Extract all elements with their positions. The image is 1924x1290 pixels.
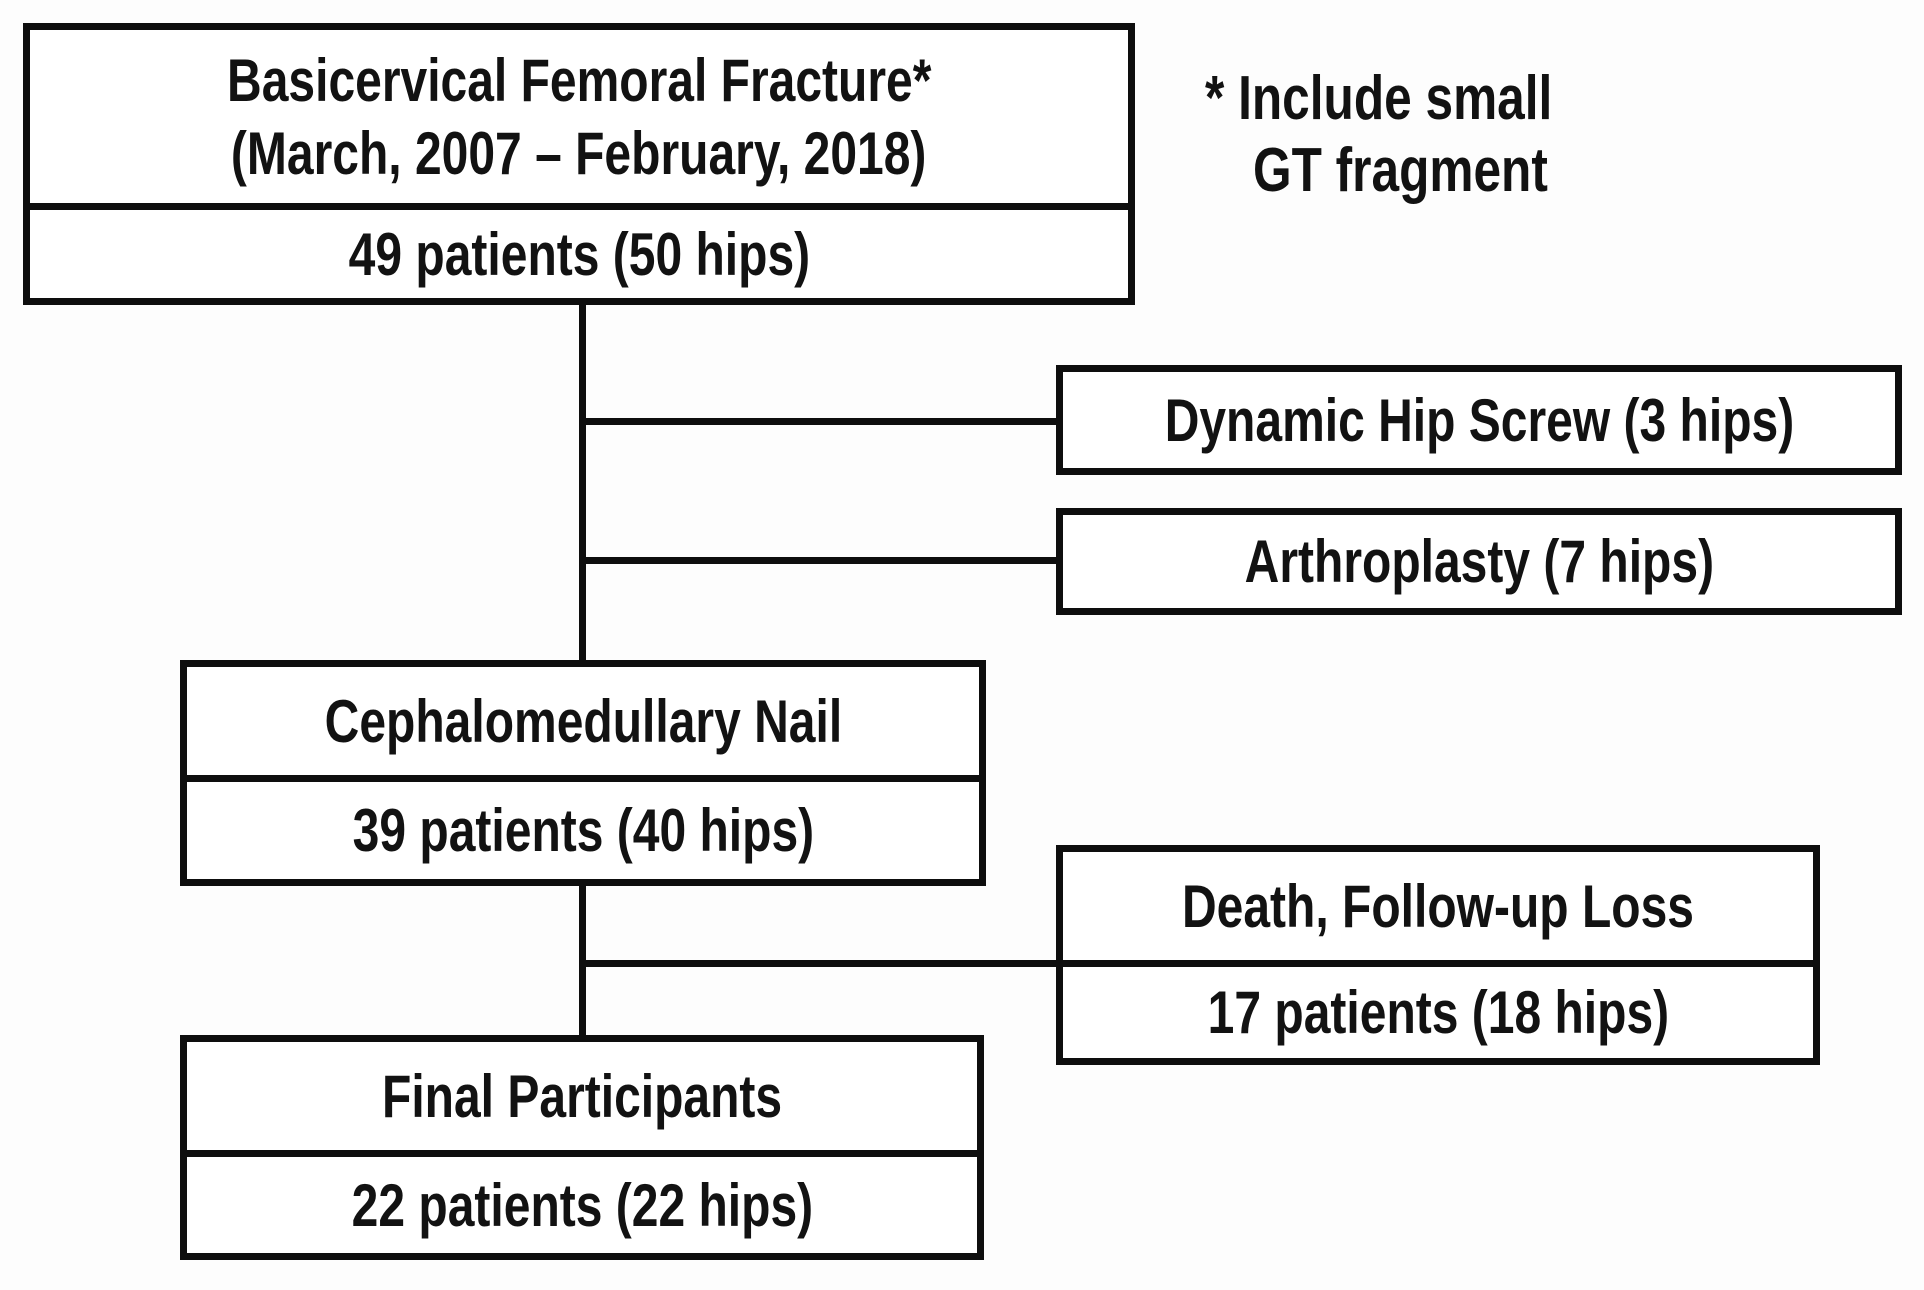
treatment-title-cell: Cephalomedullary Nail [187, 667, 979, 782]
dropout-stats-text: 17 patients (18 hips) [1207, 979, 1669, 1046]
enrollment-stats-text: 49 patients (50 hips) [348, 220, 810, 288]
enrollment-title-cell: Basicervical Femoral Fracture* (March, 2… [30, 30, 1128, 210]
footnote-line1: * Include small [1205, 64, 1553, 133]
exclusion-dhs-label: Dynamic Hip Screw (3 hips) [1164, 386, 1794, 454]
exclusion-dhs-cell: Dynamic Hip Screw (3 hips) [1063, 372, 1895, 468]
final-title-cell: Final Participants [187, 1042, 977, 1157]
enrollment-box: Basicervical Femoral Fracture* (March, 2… [23, 23, 1135, 305]
treatment-stats-cell: 39 patients (40 hips) [187, 782, 979, 879]
dropout-stats-cell: 17 patients (18 hips) [1063, 967, 1813, 1058]
branch-line-dynamic-hip-screw [582, 418, 1060, 425]
final-stats-cell: 22 patients (22 hips) [187, 1157, 977, 1253]
treatment-title-text: Cephalomedullary Nail [324, 687, 842, 755]
branch-line-death-followup-loss [582, 960, 1060, 967]
dropout-title-cell: Death, Follow-up Loss [1063, 852, 1813, 967]
exclusion-arthroplasty-label: Arthroplasty (7 hips) [1244, 528, 1714, 595]
exclusion-box-dynamic-hip-screw: Dynamic Hip Screw (3 hips) [1056, 365, 1902, 475]
dropout-title-text: Death, Follow-up Loss [1182, 872, 1694, 940]
final-title-text: Final Participants [381, 1062, 783, 1130]
enrollment-title-line2: (March, 2007 – February, 2018) [231, 119, 927, 187]
treatment-stats-text: 39 patients (40 hips) [352, 797, 814, 864]
final-stats-text: 22 patients (22 hips) [351, 1171, 813, 1239]
enrollment-stats-cell: 49 patients (50 hips) [30, 210, 1128, 298]
exclusion-box-arthroplasty: Arthroplasty (7 hips) [1056, 508, 1902, 615]
enrollment-title-line1: Basicervical Femoral Fracture* [226, 46, 932, 114]
footnote-line2: GT fragment [1253, 136, 1548, 205]
dropout-box-death-followup-loss: Death, Follow-up Loss 17 patients (18 hi… [1056, 845, 1820, 1065]
exclusion-arthroplasty-cell: Arthroplasty (7 hips) [1063, 515, 1895, 608]
final-participants-box: Final Participants 22 patients (22 hips) [180, 1035, 984, 1260]
treatment-box-cephalomedullary-nail: Cephalomedullary Nail 39 patients (40 hi… [180, 660, 986, 886]
branch-line-arthroplasty [582, 557, 1060, 564]
